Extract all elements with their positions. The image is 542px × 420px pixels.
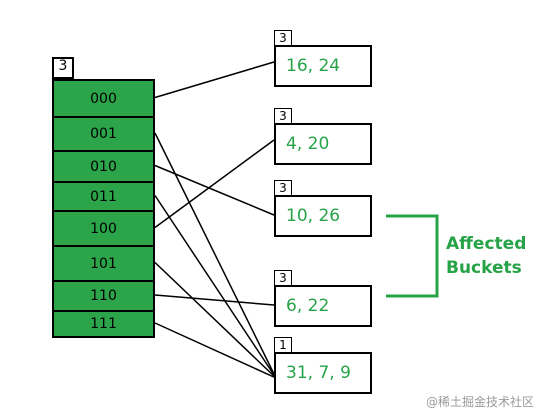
bucket-local-depth: 3 — [274, 108, 292, 123]
directory-key: 001 — [90, 126, 117, 142]
bucket-local-depth: 3 — [274, 30, 292, 45]
directory-key: 111 — [90, 316, 117, 332]
affected-buckets-label: Affected Buckets — [446, 232, 536, 280]
bucket-local-depth: 3 — [274, 180, 292, 195]
pointer-line-011 — [154, 195, 277, 379]
directory-entry-010: 010 — [52, 150, 155, 183]
global-depth-value: 3 — [58, 58, 68, 74]
bucket-local-depth: 3 — [274, 270, 292, 285]
bucket-2: 4, 20 — [274, 123, 372, 165]
directory-key: 110 — [90, 288, 117, 304]
directory-key: 011 — [90, 188, 117, 205]
directory-entry-111: 111 — [52, 310, 155, 338]
directory-entry-001: 001 — [52, 116, 155, 152]
bucket-4: 6, 22 — [274, 285, 372, 327]
pointer-line-010 — [154, 164, 275, 216]
pointer-line-110 — [154, 294, 275, 306]
watermark: @稀土掘金技术社区 — [425, 395, 534, 409]
directory-key: 100 — [90, 220, 117, 237]
bucket-3: 10, 26 — [274, 195, 372, 237]
bucket-5: 31, 7, 9 — [274, 352, 372, 394]
affected-bracket — [386, 214, 439, 298]
affected-line-2: Buckets — [446, 258, 522, 278]
directory-entry-100: 100 — [52, 210, 155, 247]
pointer-line-111 — [154, 322, 277, 379]
pointer-line-100 — [154, 139, 275, 229]
bucket-contents: 16, 24 — [286, 56, 341, 76]
bucket-contents: 10, 26 — [286, 206, 341, 226]
bucket-local-depth: 1 — [274, 337, 292, 352]
bucket-contents: 31, 7, 9 — [286, 363, 351, 383]
global-depth: 3 — [52, 57, 74, 79]
pointer-line-000 — [154, 61, 275, 99]
directory-key: 010 — [90, 158, 117, 175]
directory-entry-110: 110 — [52, 280, 155, 312]
pointer-line-101 — [154, 261, 277, 379]
directory-entry-000: 000 — [52, 79, 155, 118]
bucket-contents: 6, 22 — [286, 296, 330, 316]
bucket-contents: 4, 20 — [286, 134, 330, 154]
directory-key: 000 — [90, 90, 117, 107]
directory-entry-011: 011 — [52, 181, 155, 212]
bucket-1: 16, 24 — [274, 45, 372, 87]
pointer-line-001 — [154, 132, 277, 379]
directory-key: 101 — [90, 255, 117, 272]
directory-entry-101: 101 — [52, 245, 155, 282]
affected-line-1: Affected — [446, 234, 527, 254]
